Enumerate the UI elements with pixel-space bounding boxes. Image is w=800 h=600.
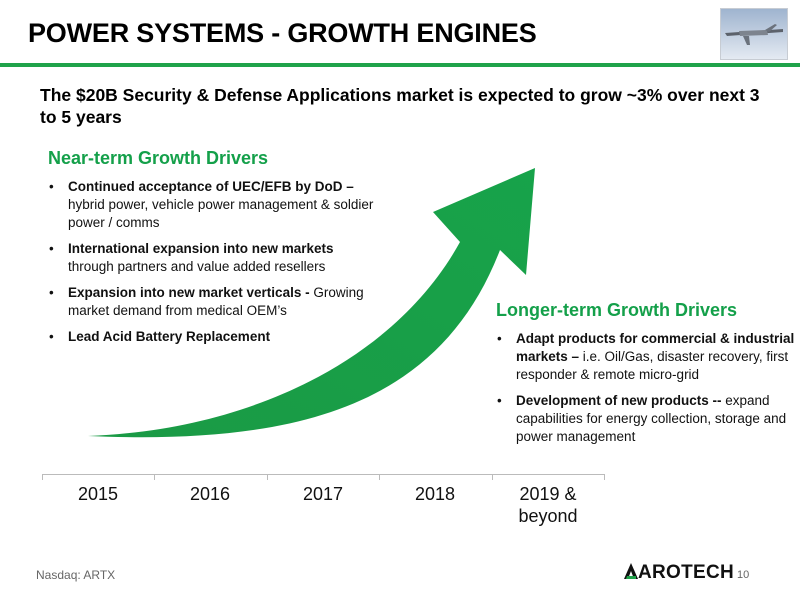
near-term-list: •Continued acceptance of UEC/EFB by DoD … [48,178,378,354]
growth-arrow-shape [88,168,535,438]
longer-term-list: •Adapt products for commercial & industr… [496,330,800,454]
year-label: 2016 [189,484,231,504]
axis-tick [154,474,155,480]
item-text: Growing market demand from medical OEM’s [68,285,364,318]
item-bold: International expansion into new markets [68,241,334,256]
year-label: 2015 [77,484,119,504]
slide-title: POWER SYSTEMS - GROWTH ENGINES [28,18,537,48]
list-item: •Expansion into new market verticals - G… [49,285,364,318]
longer-term-heading: Longer-term Growth Drivers [496,300,738,320]
axis-tick [492,474,493,480]
timeline-axis [42,474,605,475]
axis-tick [267,474,268,480]
list-item: •International expansion into new market… [49,241,334,274]
logo-text: AROTECH [638,562,735,583]
item-text: expand capabilities for energy collectio… [516,393,787,444]
year-label: 2017 [302,484,344,504]
item-text: hybrid power, vehicle power management &… [68,197,374,230]
page-number: 10 [737,569,750,581]
company-logo: AROTECH [624,562,734,584]
year-label: 2019 & beyond [518,484,578,526]
axis-tick [604,474,605,480]
item-text: through partners and value added reselle… [68,259,326,274]
list-item: •Development of new products -- expand c… [497,393,787,444]
headline: The $20B Security & Defense Applications… [40,85,760,127]
list-item: •Adapt products for commercial & industr… [497,331,795,382]
footer-ticker: Nasdaq: ARTX [36,568,116,582]
near-term-heading: Near-term Growth Drivers [48,148,269,168]
item-text: i.e. Oil/Gas, disaster recovery, first r… [516,349,789,382]
year-label: 2018 [414,484,456,504]
item-bold: Lead Acid Battery Replacement [68,329,271,344]
list-item: •Lead Acid Battery Replacement [49,329,271,344]
logo-arrow-icon [624,563,638,579]
title-underline [0,63,800,67]
item-bold: Expansion into new market verticals - [68,285,310,300]
drone-icon [725,24,783,45]
axis-tick [42,474,43,480]
axis-tick [379,474,380,480]
item-bold: Adapt products for commercial & industri… [516,331,795,364]
item-bold: Continued acceptance of UEC/EFB by DoD – [68,179,354,194]
item-bold: Development of new products -- [516,393,722,408]
drone-image [720,8,788,60]
list-item: •Continued acceptance of UEC/EFB by DoD … [49,179,374,230]
